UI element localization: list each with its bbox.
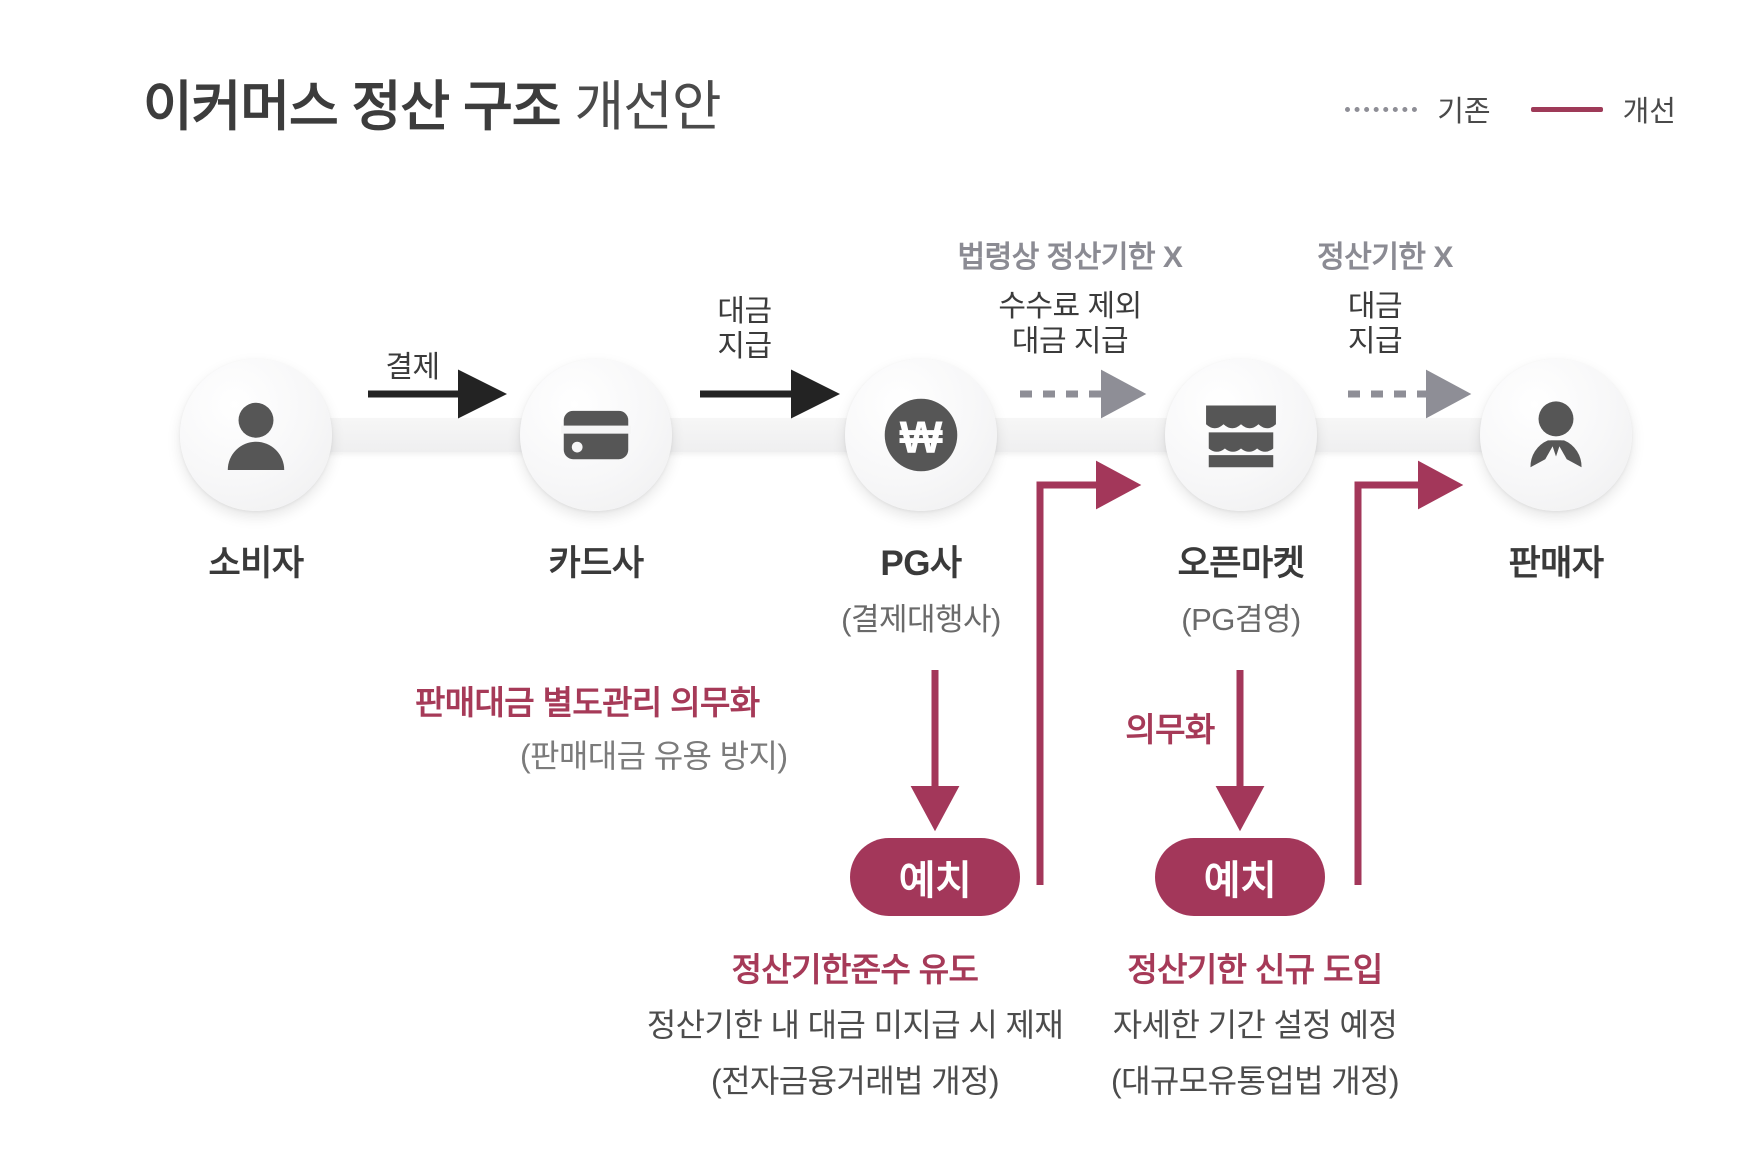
node-seller-caption: 판매자 [1508,535,1604,586]
flow-label-line1: 수수료 제외 [998,290,1142,323]
page-header: 이커머스 정산 구조 개선안 기존 개선 [0,0,1764,170]
won-currency-icon: ₩ [884,398,958,472]
improvement-pg-outcome-title: 정산기한준수 유도 [731,951,979,988]
node-market-name: 오픈마켓 [1177,544,1305,583]
node-consumer[interactable]: 소비자 [180,359,332,583]
svg-text:₩: ₩ [899,411,943,462]
legend: 기존 개선 [1345,88,1676,130]
node-pg-circle: ₩ [845,359,997,511]
improvement-market-title: 의무화 [1125,711,1215,748]
page-title-main: 이커머스 정산 구조 [143,77,561,137]
deposit-pill-pg[interactable]: 예치 [850,838,1020,916]
node-pg-name: PG사 [880,544,962,583]
node-seller-circle [1480,359,1632,511]
flow-label-text: 결제 [385,351,440,384]
improvement-market-outcome-line1: 자세한 기간 설정 예정 [1112,1007,1398,1043]
person-icon [227,402,285,470]
improvement-pg-title: 판매대금 별도관리 의무화 [415,684,760,721]
node-consumer-name: 소비자 [208,544,304,583]
improvement-pg-outcome-line2: (전자금융거래법 개정) [711,1063,1000,1099]
storefront-icon [1206,405,1276,468]
flow-label-market-to-seller: 대금 지급 [1290,290,1460,360]
seller-person-icon [1530,401,1582,468]
node-consumer-circle [180,359,332,511]
page-title-accent: 개선안 [574,77,721,137]
improvement-market-outcome-line2: (대규모유통업법 개정) [1111,1063,1400,1099]
flow-note-market-to-seller: 정산기한 X [1317,241,1453,274]
node-market-caption: 오픈마켓 (PG겸영) [1178,535,1305,639]
flow-label-line1: 대금 [1347,290,1403,323]
flow-note-pg-to-market: 법령상 정산기한 X [957,241,1183,274]
flow-label-consumer-to-card: 결제 [340,351,485,386]
flow-label-line2: 지급 [717,329,772,363]
node-open-market[interactable]: 오픈마켓 (PG겸영) [1165,359,1317,637]
node-card-company[interactable]: 카드사 [520,359,672,583]
improvement-pg-outcome-line1: 정산기한 내 대금 미지급 시 제재 [646,1007,1064,1043]
deposit-pill-market-label: 예치 [1203,859,1277,903]
node-seller-name: 판매자 [1508,544,1604,583]
flow-label-card-to-pg: 대금 지급 [672,295,817,365]
node-market-circle [1165,359,1317,511]
node-consumer-caption: 소비자 [208,535,304,586]
flow-label-line1: 대금 [717,295,772,328]
page-title: 이커머스 정산 구조 개선안 [143,62,722,141]
legend-item-existing: 기존 [1345,88,1491,130]
deposit-pill-pg-label: 예치 [898,859,972,903]
deposit-pill-market[interactable]: 예치 [1155,838,1325,916]
connector-consumer-card [300,418,525,452]
node-card-caption: 카드사 [548,535,644,586]
node-card-name: 카드사 [548,544,644,583]
legend-item-improved: 개선 [1530,88,1676,130]
connector-market-seller [1285,418,1485,452]
node-pg[interactable]: ₩ PG사 (결제대행사) [841,359,1001,637]
legend-label-improved: 개선 [1622,96,1676,128]
credit-card-icon [561,410,631,460]
flow-label-line2: 지급 [1347,324,1403,358]
improvement-pg-subtitle: (판매대금 유용 방지) [520,738,788,774]
connector-pg-market [965,418,1170,452]
node-pg-caption: PG사 (결제대행사) [841,535,1001,639]
flow-label-line2: 대금 지급 [1011,324,1129,358]
dotted-line-icon [1345,106,1418,112]
connector-card-pg [640,418,850,452]
improvement-market-outcome-title: 정산기한 신규 도입 [1127,951,1383,988]
legend-label-existing: 기존 [1437,96,1491,128]
node-seller[interactable]: 판매자 [1480,359,1632,583]
flow-label-pg-to-market: 수수료 제외 대금 지급 [910,290,1230,360]
node-market-sub: (PG겸영) [1181,602,1301,637]
solid-line-icon [1530,106,1603,112]
node-pg-sub: (결제대행사) [841,602,1001,637]
node-card-circle [520,359,672,511]
